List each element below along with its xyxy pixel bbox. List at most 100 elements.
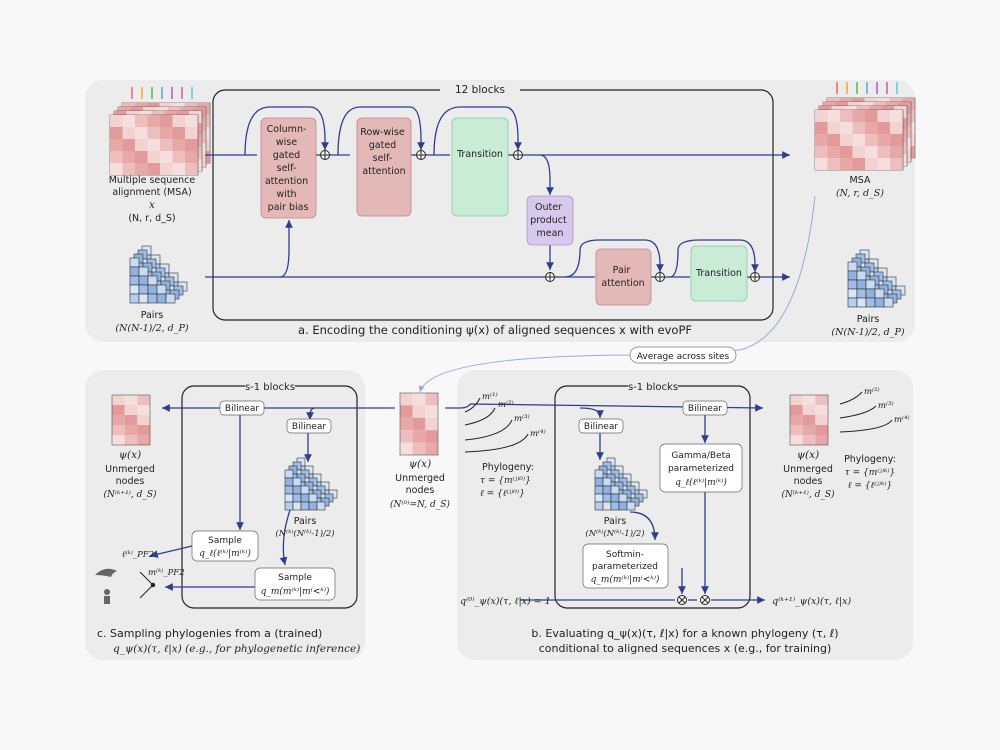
pair-attention-block: Pair attention [595,248,652,306]
phylogeny-tree-right [839,391,893,433]
svg-text:parameterized: parameterized [592,562,658,572]
tree-label-m1: m⁽¹⁾ [482,392,498,402]
svg-text:Outer product mean: Outer product mean [530,202,570,239]
sampled-merge-icon [95,568,156,604]
svg-text:Row-wise gated sel: Row-wise gated self- attention [360,127,407,177]
blocks-label-a: 12 blocks [455,84,505,96]
center-psi: ψ(x) [409,458,431,470]
svg-text:Transition: Transition [695,268,742,279]
msa-input-icon [109,87,211,176]
sample-length-box: Sample q_ℓ(ℓ⁽ᵏ⁾|m⁽ᵏ⁾) [191,530,259,562]
phylo-left-3: ℓ = {ℓ⁽ʲ⁾⁰⁾} [480,488,525,499]
center-dims: (N⁽⁰⁾=N, d_S) [390,499,450,510]
msa-output-icon [814,82,916,171]
svg-text:q_ℓ(ℓ⁽ᵏ⁾|m⁽ᵏ⁾): q_ℓ(ℓ⁽ᵏ⁾|m⁽ᵏ⁾) [675,477,727,488]
b-out-label-1: Unmerged [783,464,833,475]
center-label-1: Unmerged [395,473,445,484]
pairs-input-label: Pairs [141,310,164,321]
pairs-input-icon [129,245,188,304]
panel-b-arrows [445,404,765,604]
msa-input-dims: (N, r, d_S) [128,213,175,224]
bilinear-b1: Bilinear [578,418,624,434]
pairs-b-icon [594,457,648,511]
average-label: Average across sites [637,352,730,362]
msa-output-label: MSA [850,175,871,186]
gamma-beta-box: Gamma/Beta parameterized q_ℓ(ℓ⁽ᵏ⁾|m⁽ᵏ⁾) [659,443,743,493]
svg-text:Bilinear: Bilinear [225,404,259,414]
tree-right-m3: m⁽³⁾ [878,401,894,411]
svg-text:Bilinear: Bilinear [584,422,618,432]
panel-b-output-matrix [789,394,829,446]
panel-c-output-matrix [111,394,151,446]
q-end: q⁽ᵏ⁺¹⁾_ψ(x)(τ, ℓ|x) [772,596,852,607]
svg-text:Column- wise gated: Column- wise gated self- attention with … [265,124,311,213]
panel-c-caption-2: q_ψ(x)(τ, ℓ|x) (e.g., for phylogenetic i… [113,643,360,656]
panel-c-caption-1: c. Sampling phylogenies from a (trained) [97,627,322,640]
phylo-right-2: τ = {m⁽ʲ⁾ᵏ⁾} [845,467,896,478]
msa-track-arrows [205,106,790,281]
svg-text:Bilinear: Bilinear [292,422,326,432]
sample-merge-box: Sample q_m(m⁽ᵏ⁾|m⁽<ᵏ⁾) [254,567,336,601]
svg-text:q_ℓ(ℓ⁽ᵏ⁾|m⁽ᵏ⁾): q_ℓ(ℓ⁽ᵏ⁾|m⁽ᵏ⁾) [199,548,251,559]
msa-input-var: x [149,200,155,211]
c-out-psi: ψ(x) [119,449,141,461]
tree-label-m4: m⁽⁴⁾ [530,429,546,439]
panel-c-arrows [149,404,395,591]
bilinear-c1: Bilinear [219,400,265,416]
pairs-c-label: Pairs [294,516,317,527]
svg-text:Bilinear: Bilinear [688,404,722,414]
column-attention-block: Column- wise gated self- attention with … [260,117,317,219]
phylo-right-1: Phylogeny: [844,454,896,465]
pairs-c-icon [284,457,338,511]
phylogeny-tree-left [464,397,529,453]
pairs-b-label: Pairs [604,516,627,527]
svg-text:Sample: Sample [278,573,312,583]
blocks-label-c: s-1 blocks [245,382,295,393]
svg-text:parameterized: parameterized [668,464,734,474]
b-out-psi: ψ(x) [797,449,819,461]
tree-right-m2: m⁽²⁾ [864,387,880,397]
center-label-2: nodes [406,485,435,496]
b-out-dims: (N⁽ᵏ⁺¹⁾, d_S) [781,489,835,500]
svg-text:Softmin-: Softmin- [606,550,644,560]
b-out-label-2: nodes [794,476,823,487]
tree-label-m3: m⁽³⁾ [514,414,530,424]
c-out-label-1: Unmerged [105,464,155,475]
blocks-label-b: s-1 blocks [628,382,678,393]
l-pf2-label: ℓ⁽ᵏ⁾_PF2 [122,550,154,560]
msa-output-dims: (N, r, d_S) [836,188,884,199]
c-out-dims: (N⁽ᵏ⁺¹⁾, d_S) [103,489,157,500]
svg-text:Transition: Transition [456,149,503,160]
bilinear-b2: Bilinear [682,400,728,416]
svg-text:Pair attention: Pair attention [601,265,644,289]
msa-input-label-2: alignment (MSA) [112,187,191,198]
outer-product-mean-block: Outer product mean [526,195,574,246]
svg-text:Gamma/Beta: Gamma/Beta [671,451,730,461]
msa-input-label-1: Multiple sequence [109,175,196,186]
transition-block-2: Transition [690,245,748,302]
bilinear-c2: Bilinear [286,418,332,434]
phylo-left-1: Phylogeny: [482,462,534,473]
tree-label-m2: m⁽²⁾ [498,400,514,410]
pairs-output-label: Pairs [857,314,880,325]
transition-block-1: Transition [451,117,509,217]
panel-b-caption-2: conditional to aligned sequences x (e.g.… [539,642,832,655]
q-start: q⁽⁰⁾_ψ(x)(τ, ℓ|x) = 1 [460,596,551,607]
center-psi-matrix [399,392,439,456]
pairs-b-dims: (N⁽ᵏ⁾(N⁽ᵏ⁾-1)/2) [585,528,644,539]
pairs-output-dims: (N(N-1)/2, d_P) [831,327,905,338]
tree-right-m4: m⁽⁴⁾ [894,415,910,425]
pairs-input-dims: (N(N-1)/2, d_P) [115,323,189,334]
m-pf2-label: m⁽ᵏ⁾_PF2 [148,568,185,578]
pairs-c-dims: (N⁽ᵏ⁾(N⁽ᵏ⁾-1)/2) [275,528,334,539]
phylo-right-3: ℓ = {ℓ⁽ʲ⁾ᵏ⁾} [848,480,893,491]
phylo-left-2: τ = {m⁽ʲ⁾⁰⁾} [480,475,531,486]
panel-a-caption: a. Encoding the conditioning ψ(x) of ali… [298,323,692,337]
row-attention-block: Row-wise gated self- attention [356,117,412,217]
c-out-label-2: nodes [116,476,145,487]
panel-b-caption-1: b. Evaluating q_ψ(x)(τ, ℓ|x) for a known… [531,627,838,640]
svg-text:Sample: Sample [208,536,242,546]
softmin-box: Softmin- parameterized q_m(m⁽ᵏ⁾|m⁽<ᵏ⁾) [582,543,669,589]
average-label-box [629,346,737,364]
